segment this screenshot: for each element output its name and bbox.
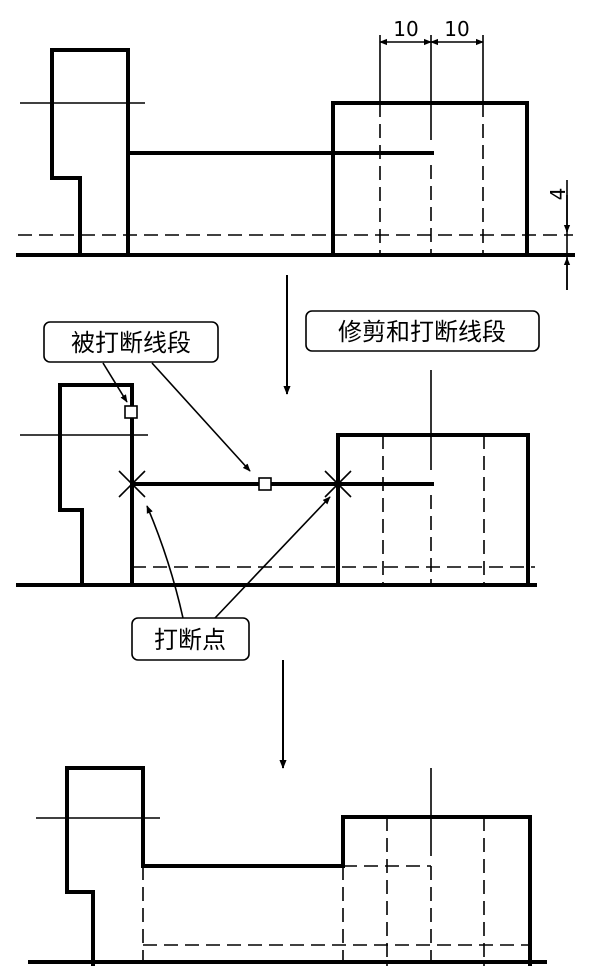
left-part-outline (58, 383, 134, 587)
right-block-outline (331, 101, 529, 257)
break-point-callout: 打断点 (131, 496, 331, 661)
leader-arrow (146, 505, 184, 619)
leader-arrow (214, 496, 331, 619)
panel-original: 10 10 4 (16, 17, 575, 290)
step-label-callout: 修剪和打断线段 (305, 310, 540, 352)
broken-segment-label: 被打断线段 (71, 329, 191, 357)
dimension-text-right: 10 (444, 17, 469, 41)
break-point-marker (324, 470, 352, 498)
broken-segment-callout: 被打断线段 (43, 321, 251, 472)
right-block-outline (336, 433, 530, 587)
dimension-text-left: 10 (393, 17, 418, 41)
break-point-marker (118, 470, 146, 498)
result-outline (65, 766, 532, 966)
selection-marker (258, 477, 272, 491)
panel-break-points (16, 370, 537, 587)
dimension-text-vertical: 4 (546, 188, 570, 201)
panel-result (28, 766, 547, 966)
selection-marker (124, 405, 138, 419)
step-label: 修剪和打断线段 (338, 318, 506, 346)
left-part-outline (50, 48, 130, 257)
break-point-label: 打断点 (154, 626, 226, 654)
leader-arrow (102, 362, 128, 403)
leader-arrow (151, 362, 251, 472)
